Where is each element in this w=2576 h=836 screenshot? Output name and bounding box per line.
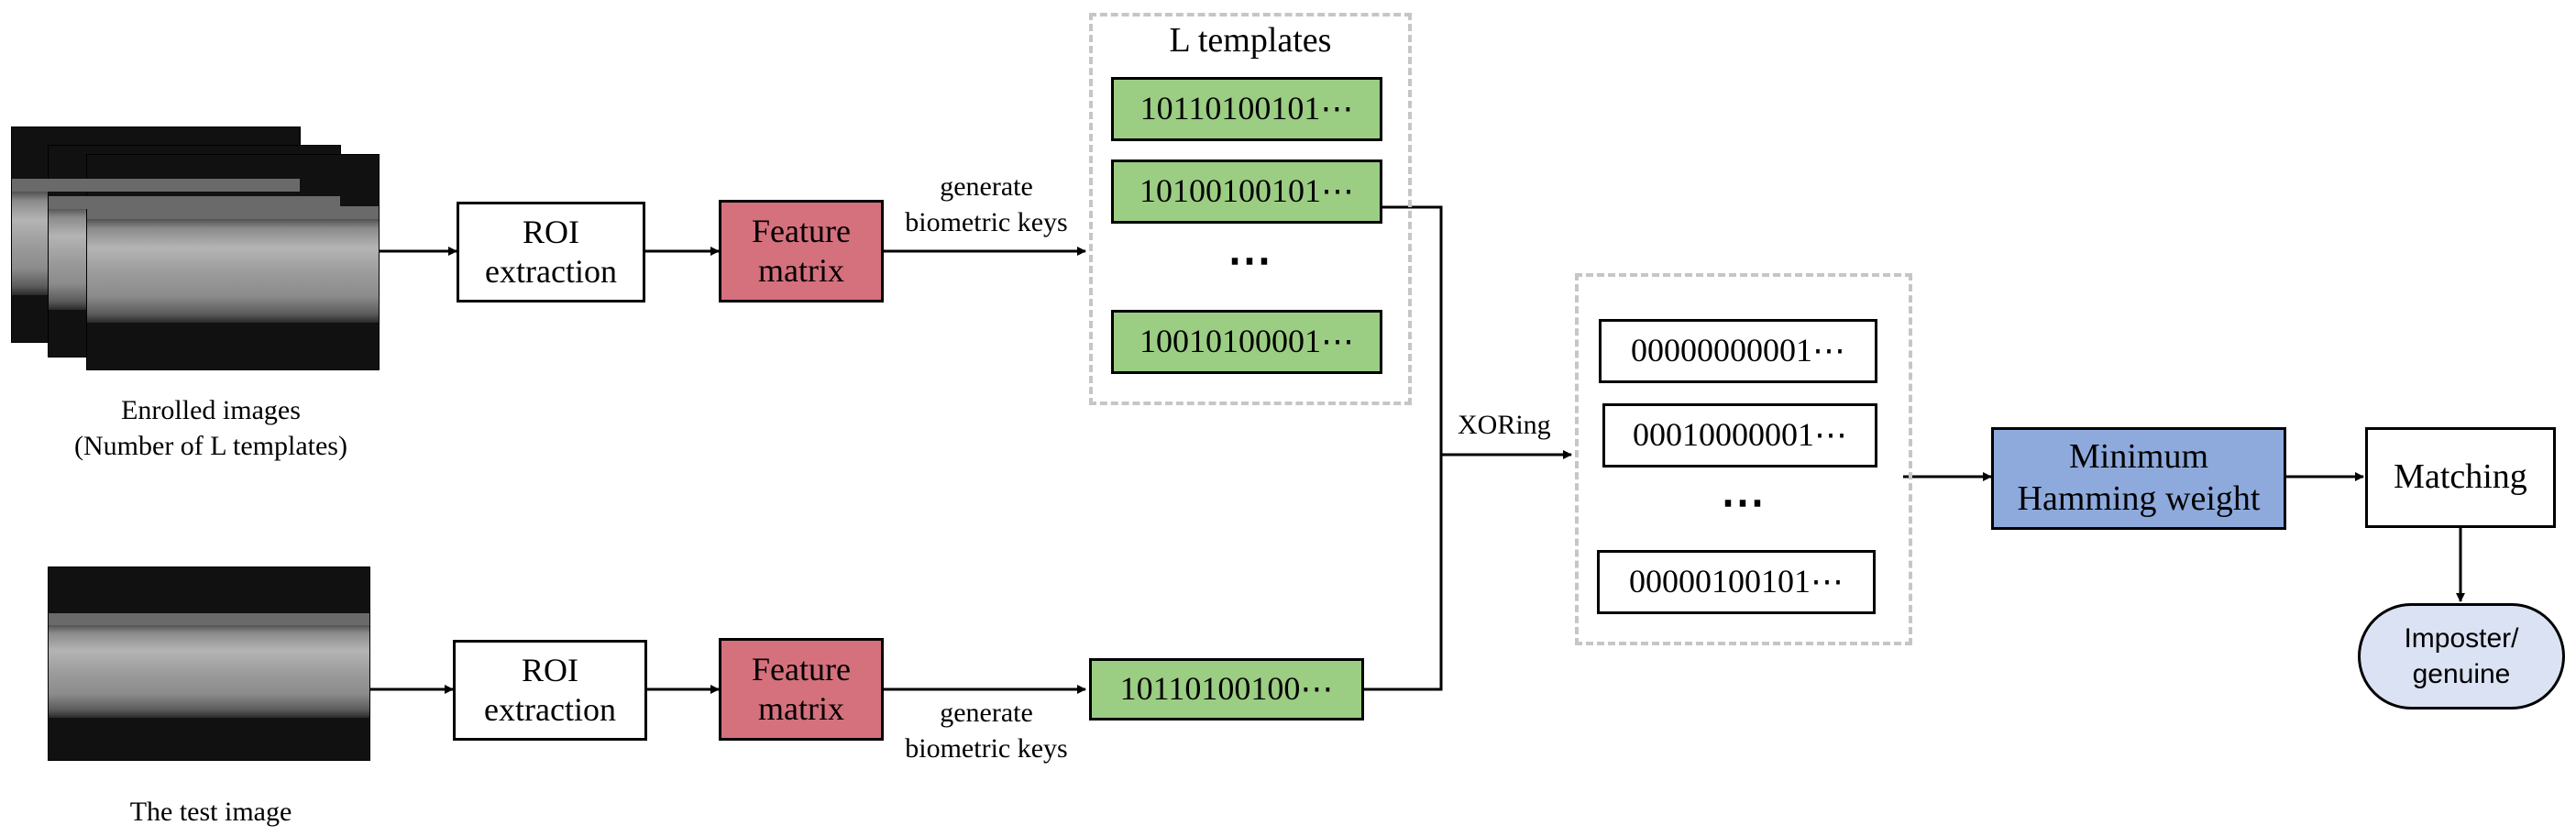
xor-results-group bbox=[1575, 273, 1912, 645]
generate-keys-label-bottom: generate biometric keys bbox=[905, 698, 1068, 764]
templates-ellipsis: ⋯ bbox=[1227, 236, 1273, 285]
template-code-3: 10010100001⋯ bbox=[1111, 310, 1382, 374]
decision-label: Imposter/ genuine bbox=[2404, 623, 2519, 689]
feature-matrix-label-top: Feature matrix bbox=[752, 212, 851, 289]
test-caption: The test image bbox=[129, 797, 292, 827]
template-code-2: 10100100101⋯ bbox=[1111, 160, 1382, 224]
generate-keys-label-top: generate biometric keys bbox=[905, 171, 1068, 237]
feature-matrix-box-top: Feature matrix bbox=[719, 200, 884, 302]
xor-code-2: 00010000001⋯ bbox=[1602, 403, 1877, 468]
xor-code-1: 00000000001⋯ bbox=[1599, 319, 1877, 383]
xor-code-3: 00000100101⋯ bbox=[1597, 550, 1876, 614]
templates-group bbox=[1089, 13, 1412, 405]
xor-code-1-text: 00000000001⋯ bbox=[1631, 332, 1845, 369]
templates-title: L templates bbox=[1169, 21, 1332, 60]
minimum-hamming-weight-box: Minimum Hamming weight bbox=[1991, 427, 2286, 530]
template-code-2-text: 10100100101⋯ bbox=[1139, 172, 1354, 210]
decision-terminal: Imposter/ genuine bbox=[2358, 603, 2565, 710]
xor-code-3-text: 00000100101⋯ bbox=[1629, 563, 1844, 600]
enrolled-caption: Enrolled images (Number of L templates) bbox=[74, 395, 347, 461]
template-code-1-text: 10110100101⋯ bbox=[1139, 90, 1354, 127]
test-code-box: 10110100100⋯ bbox=[1089, 658, 1364, 720]
test-code-text: 10110100100⋯ bbox=[1119, 670, 1334, 708]
feature-matrix-box-bottom: Feature matrix bbox=[719, 638, 884, 741]
roi-extraction-label-bottom: ROI extraction bbox=[484, 651, 616, 728]
xor-ellipsis: ⋯ bbox=[1721, 478, 1767, 527]
roi-extraction-box-top: ROI extraction bbox=[457, 202, 645, 302]
matching-label: Matching bbox=[2394, 457, 2527, 497]
minimum-hamming-weight-label: Minimum Hamming weight bbox=[2017, 437, 2261, 518]
template-code-3-text: 10010100001⋯ bbox=[1139, 323, 1354, 360]
roi-extraction-label-top: ROI extraction bbox=[485, 213, 617, 290]
roi-extraction-box-bottom: ROI extraction bbox=[453, 640, 647, 741]
feature-matrix-label-bottom: Feature matrix bbox=[752, 650, 851, 727]
xor-code-2-text: 00010000001⋯ bbox=[1633, 416, 1847, 454]
matching-box: Matching bbox=[2365, 427, 2556, 528]
template-code-1: 10110100101⋯ bbox=[1111, 77, 1382, 141]
xor-label: XORing bbox=[1458, 410, 1551, 440]
xor-bracket bbox=[1364, 205, 1443, 691]
test-image bbox=[48, 566, 370, 761]
